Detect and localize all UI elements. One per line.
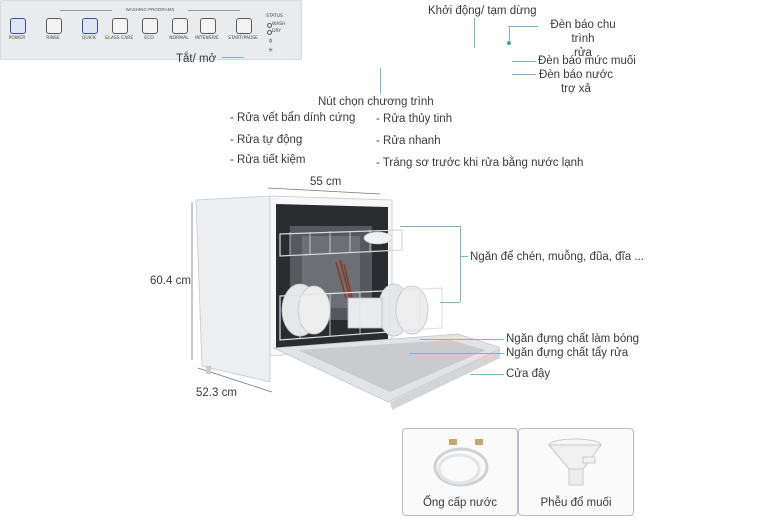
callout-line (400, 226, 460, 227)
salt-funnel-label: Phễu đổ muối (540, 497, 612, 509)
quick-caption: QUICK (81, 36, 97, 41)
intensive-button[interactable] (200, 18, 216, 34)
callout-line (460, 256, 468, 257)
control-panel: WASHING PROGRAMS POWER RINSE QUICK GLASS… (0, 0, 302, 60)
callout-line (512, 74, 536, 75)
rinse-aid-indicator-icon: ✳ (268, 48, 274, 54)
accessory-hose-card: Ống cấp nước (402, 428, 518, 516)
rinse-light-label: Đèn báo nước trợ xả (538, 69, 614, 95)
program-left-3: - Rửa tiết kiệm (230, 154, 306, 166)
divider (188, 10, 240, 11)
program-left-1: - Rửa vết bẩn dính cứng (230, 112, 356, 124)
salt-funnel-icon (547, 438, 602, 486)
status-caption: STATUS (266, 14, 283, 19)
callout-line (508, 26, 538, 27)
intensive-caption: INTENSIVE (195, 36, 219, 41)
power-button[interactable] (10, 18, 26, 34)
rinse-caption: RINSE (46, 36, 60, 41)
normal-caption: NORMAL (169, 36, 189, 41)
callout-line (474, 18, 475, 48)
cycle-light-label: Đèn báo chu trình rửa (550, 19, 616, 59)
program-right-3: - Tráng sơ trước khi rửa bằng nước lạnh (376, 157, 584, 169)
dishwasher-illustration (191, 187, 500, 410)
dry-indicator-icon (267, 30, 272, 35)
detergent-label: Ngăn đựng chất tẩy rửa (506, 347, 629, 359)
water-hose-icon (433, 439, 489, 487)
program-right-2: - Rửa nhanh (376, 135, 441, 147)
wash-indicator-icon (267, 23, 272, 28)
quick-button[interactable] (82, 18, 98, 34)
rinse-aid-label: Ngăn đựng chất làm bóng (506, 333, 640, 345)
callout-line (420, 339, 504, 340)
program-right-1: - Rửa thủy tinh (376, 113, 453, 125)
status-wash: WASH (272, 22, 286, 27)
width-dimension: 55 cm (310, 176, 342, 188)
callout-line (410, 353, 504, 354)
glass-care-caption: GLASS CARE (104, 36, 134, 41)
washing-programs-title: WASHING PROGRAMS (125, 7, 175, 12)
water-hose-label: Ống cấp nước (422, 497, 498, 509)
callout-line (222, 57, 244, 58)
callout-line (380, 68, 381, 94)
eco-button[interactable] (142, 18, 158, 34)
height-dimension: 60.4 cm (150, 275, 191, 287)
start-label: Khởi động/ tạm dừng (428, 5, 537, 17)
callout-line (460, 226, 461, 302)
rinse-button[interactable] (46, 18, 62, 34)
salt-indicator-icon: ⚱ (268, 39, 274, 45)
program-left-2: - Rửa tự động (230, 134, 303, 146)
program-buttons-label: Nút chọn chương trình (318, 96, 434, 108)
glass-care-button[interactable] (112, 18, 128, 34)
salt-light-label: Đèn báo mức muối (538, 55, 636, 67)
start-pause-button[interactable] (236, 18, 252, 34)
accessory-funnel-card: Phễu đổ muối (518, 428, 634, 516)
door-label: Cửa đậy (506, 368, 551, 380)
eco-caption: ECO (144, 36, 154, 41)
status-dry: DRY (272, 29, 282, 34)
power-label: Tắt/ mở (176, 53, 217, 65)
callout-line (470, 374, 504, 375)
callout-line (512, 61, 536, 62)
racks-label: Ngăn để chén, muỗng, đũa, đĩa ... (470, 251, 644, 263)
power-caption: POWER (8, 36, 26, 41)
start-pause-caption: START/PAUSE (228, 36, 258, 41)
callout-line (509, 26, 510, 42)
depth-dimension: 52.3 cm (196, 387, 237, 399)
normal-button[interactable] (172, 18, 188, 34)
divider (60, 10, 112, 11)
callout-line (440, 302, 460, 303)
callout-dot (507, 41, 511, 45)
